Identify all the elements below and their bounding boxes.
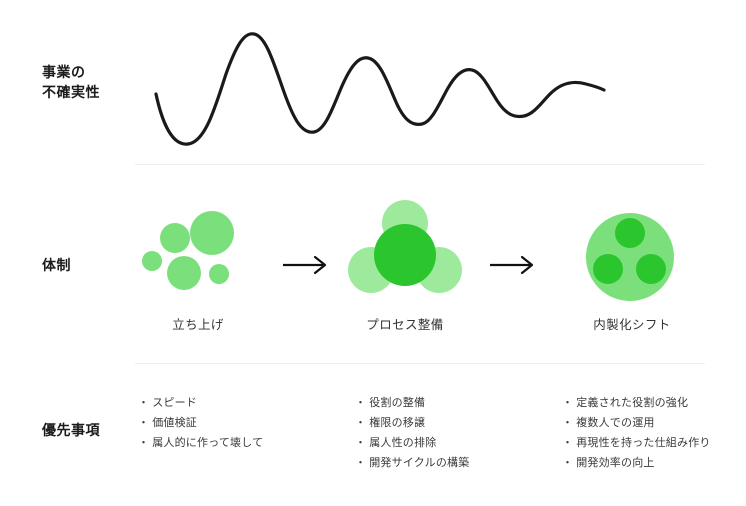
list-item-label: スピード — [152, 397, 198, 409]
list-item: ・価値検証 — [138, 418, 328, 429]
wave-path — [154, 32, 606, 146]
list-item: ・スピード — [138, 398, 328, 409]
clustered-circles-icon — [345, 200, 465, 310]
list-item: ・権限の移譲 — [355, 418, 545, 429]
list-item: ・開発サイクルの構築 — [355, 458, 545, 469]
stage-caption-1: 立ち上げ — [172, 318, 224, 332]
priority-list-1: ・スピード ・価値検証 ・属人的に作って壊して — [138, 398, 328, 449]
list-item-label: 属人的に作って壊して — [152, 437, 264, 449]
list-item: ・再現性を持った仕組み作り — [562, 438, 746, 449]
priority-list-3: ・定義された役割の強化 ・複数人での運用 ・再現性を持った仕組み作り ・開発効率… — [562, 398, 746, 469]
list-item-label: 開発効率の向上 — [576, 457, 655, 469]
list-item-label: 価値検証 — [152, 417, 198, 429]
stage-caption-2: プロセス整備 — [366, 318, 444, 332]
bullet-icon: ・ — [355, 457, 367, 469]
bullet-icon: ・ — [562, 457, 574, 469]
bullet-icon: ・ — [562, 437, 574, 449]
divider-1 — [135, 164, 705, 165]
stage-caption-3: 内製化シフト — [593, 318, 671, 332]
priority-list-2: ・役割の整備 ・権限の移譲 ・属人性の排除 ・開発サイクルの構築 — [355, 398, 545, 469]
list-item: ・属人的に作って壊して — [138, 438, 328, 449]
bullet-icon: ・ — [562, 397, 574, 409]
bullet-icon: ・ — [355, 397, 367, 409]
priority-column-1: ・スピード ・価値検証 ・属人的に作って壊して — [138, 398, 328, 458]
arrow-right-icon — [488, 252, 540, 278]
row-label-priority: 優先事項 — [42, 422, 100, 438]
list-item-label: 権限の移譲 — [369, 417, 426, 429]
list-item-label: 役割の整備 — [369, 397, 426, 409]
list-item: ・属人性の排除 — [355, 438, 545, 449]
scattered-circles-icon — [140, 205, 260, 315]
contained-circles-icon — [572, 203, 692, 313]
list-item-label: 開発サイクルの構築 — [369, 457, 470, 469]
bullet-icon: ・ — [138, 417, 150, 429]
bullet-icon: ・ — [138, 437, 150, 449]
arrow-right-icon — [281, 252, 333, 278]
bullet-icon: ・ — [138, 397, 150, 409]
bullet-icon: ・ — [355, 417, 367, 429]
priority-column-2: ・役割の整備 ・権限の移譲 ・属人性の排除 ・開発サイクルの構築 — [355, 398, 545, 478]
list-item: ・役割の整備 — [355, 398, 545, 409]
list-item-label: 複数人での運用 — [576, 417, 655, 429]
list-item: ・複数人での運用 — [562, 418, 746, 429]
bullet-icon: ・ — [355, 437, 367, 449]
priority-column-3: ・定義された役割の強化 ・複数人での運用 ・再現性を持った仕組み作り ・開発効率… — [562, 398, 746, 478]
list-item: ・開発効率の向上 — [562, 458, 746, 469]
list-item-label: 再現性を持った仕組み作り — [576, 437, 711, 449]
list-item-label: 属人性の排除 — [369, 437, 437, 449]
row-label-structure: 体制 — [42, 257, 71, 273]
list-item: ・定義された役割の強化 — [562, 398, 746, 409]
bullet-icon: ・ — [562, 417, 574, 429]
list-item-label: 定義された役割の強化 — [576, 397, 689, 409]
uncertainty-wave-chart — [150, 22, 610, 147]
divider-2 — [135, 363, 705, 364]
row-label-uncertainty: 事業の 不確実性 — [42, 64, 100, 101]
